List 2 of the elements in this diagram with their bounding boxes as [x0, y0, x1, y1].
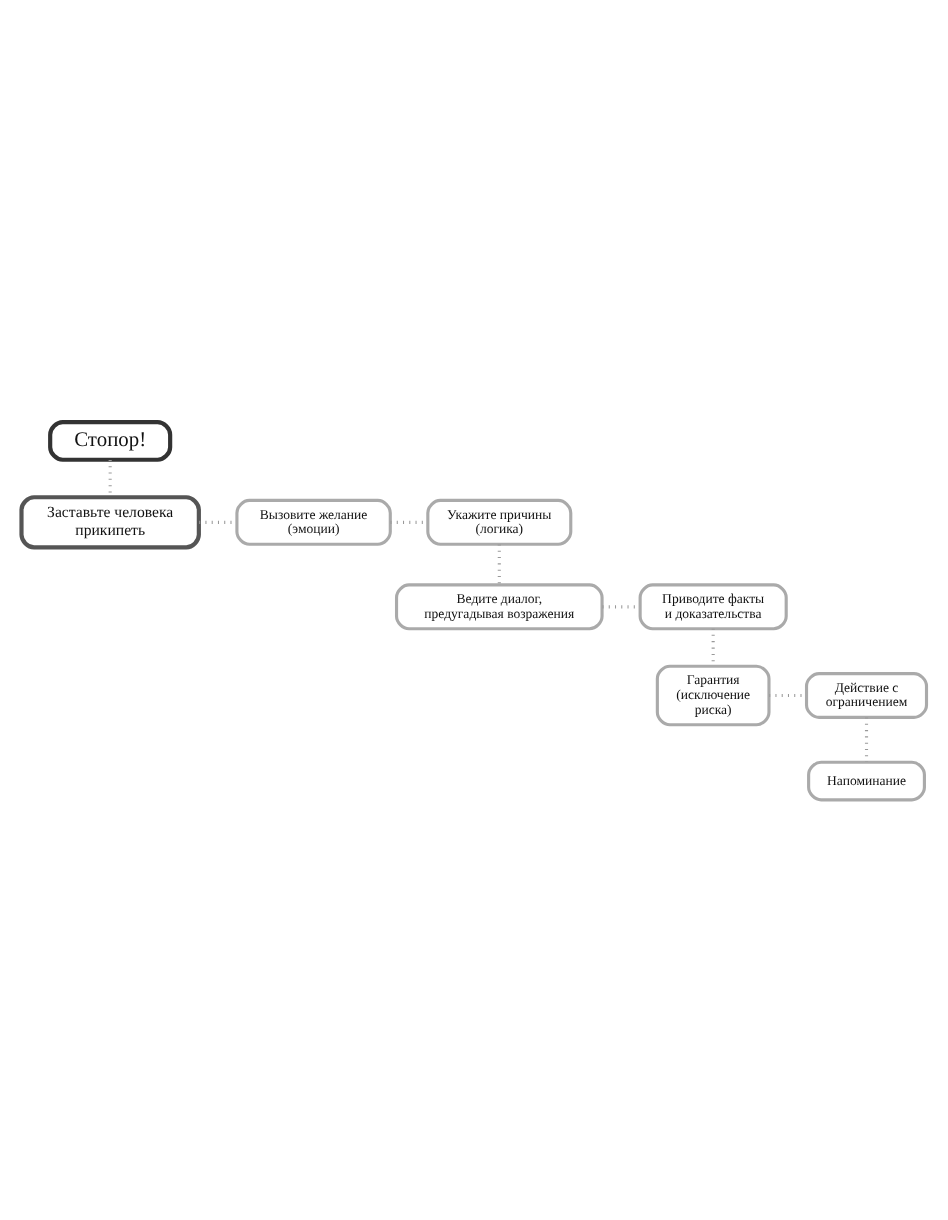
node-box: Заставьте человека прикипеть — [19, 494, 201, 549]
node-box: Стопор! — [48, 419, 173, 461]
